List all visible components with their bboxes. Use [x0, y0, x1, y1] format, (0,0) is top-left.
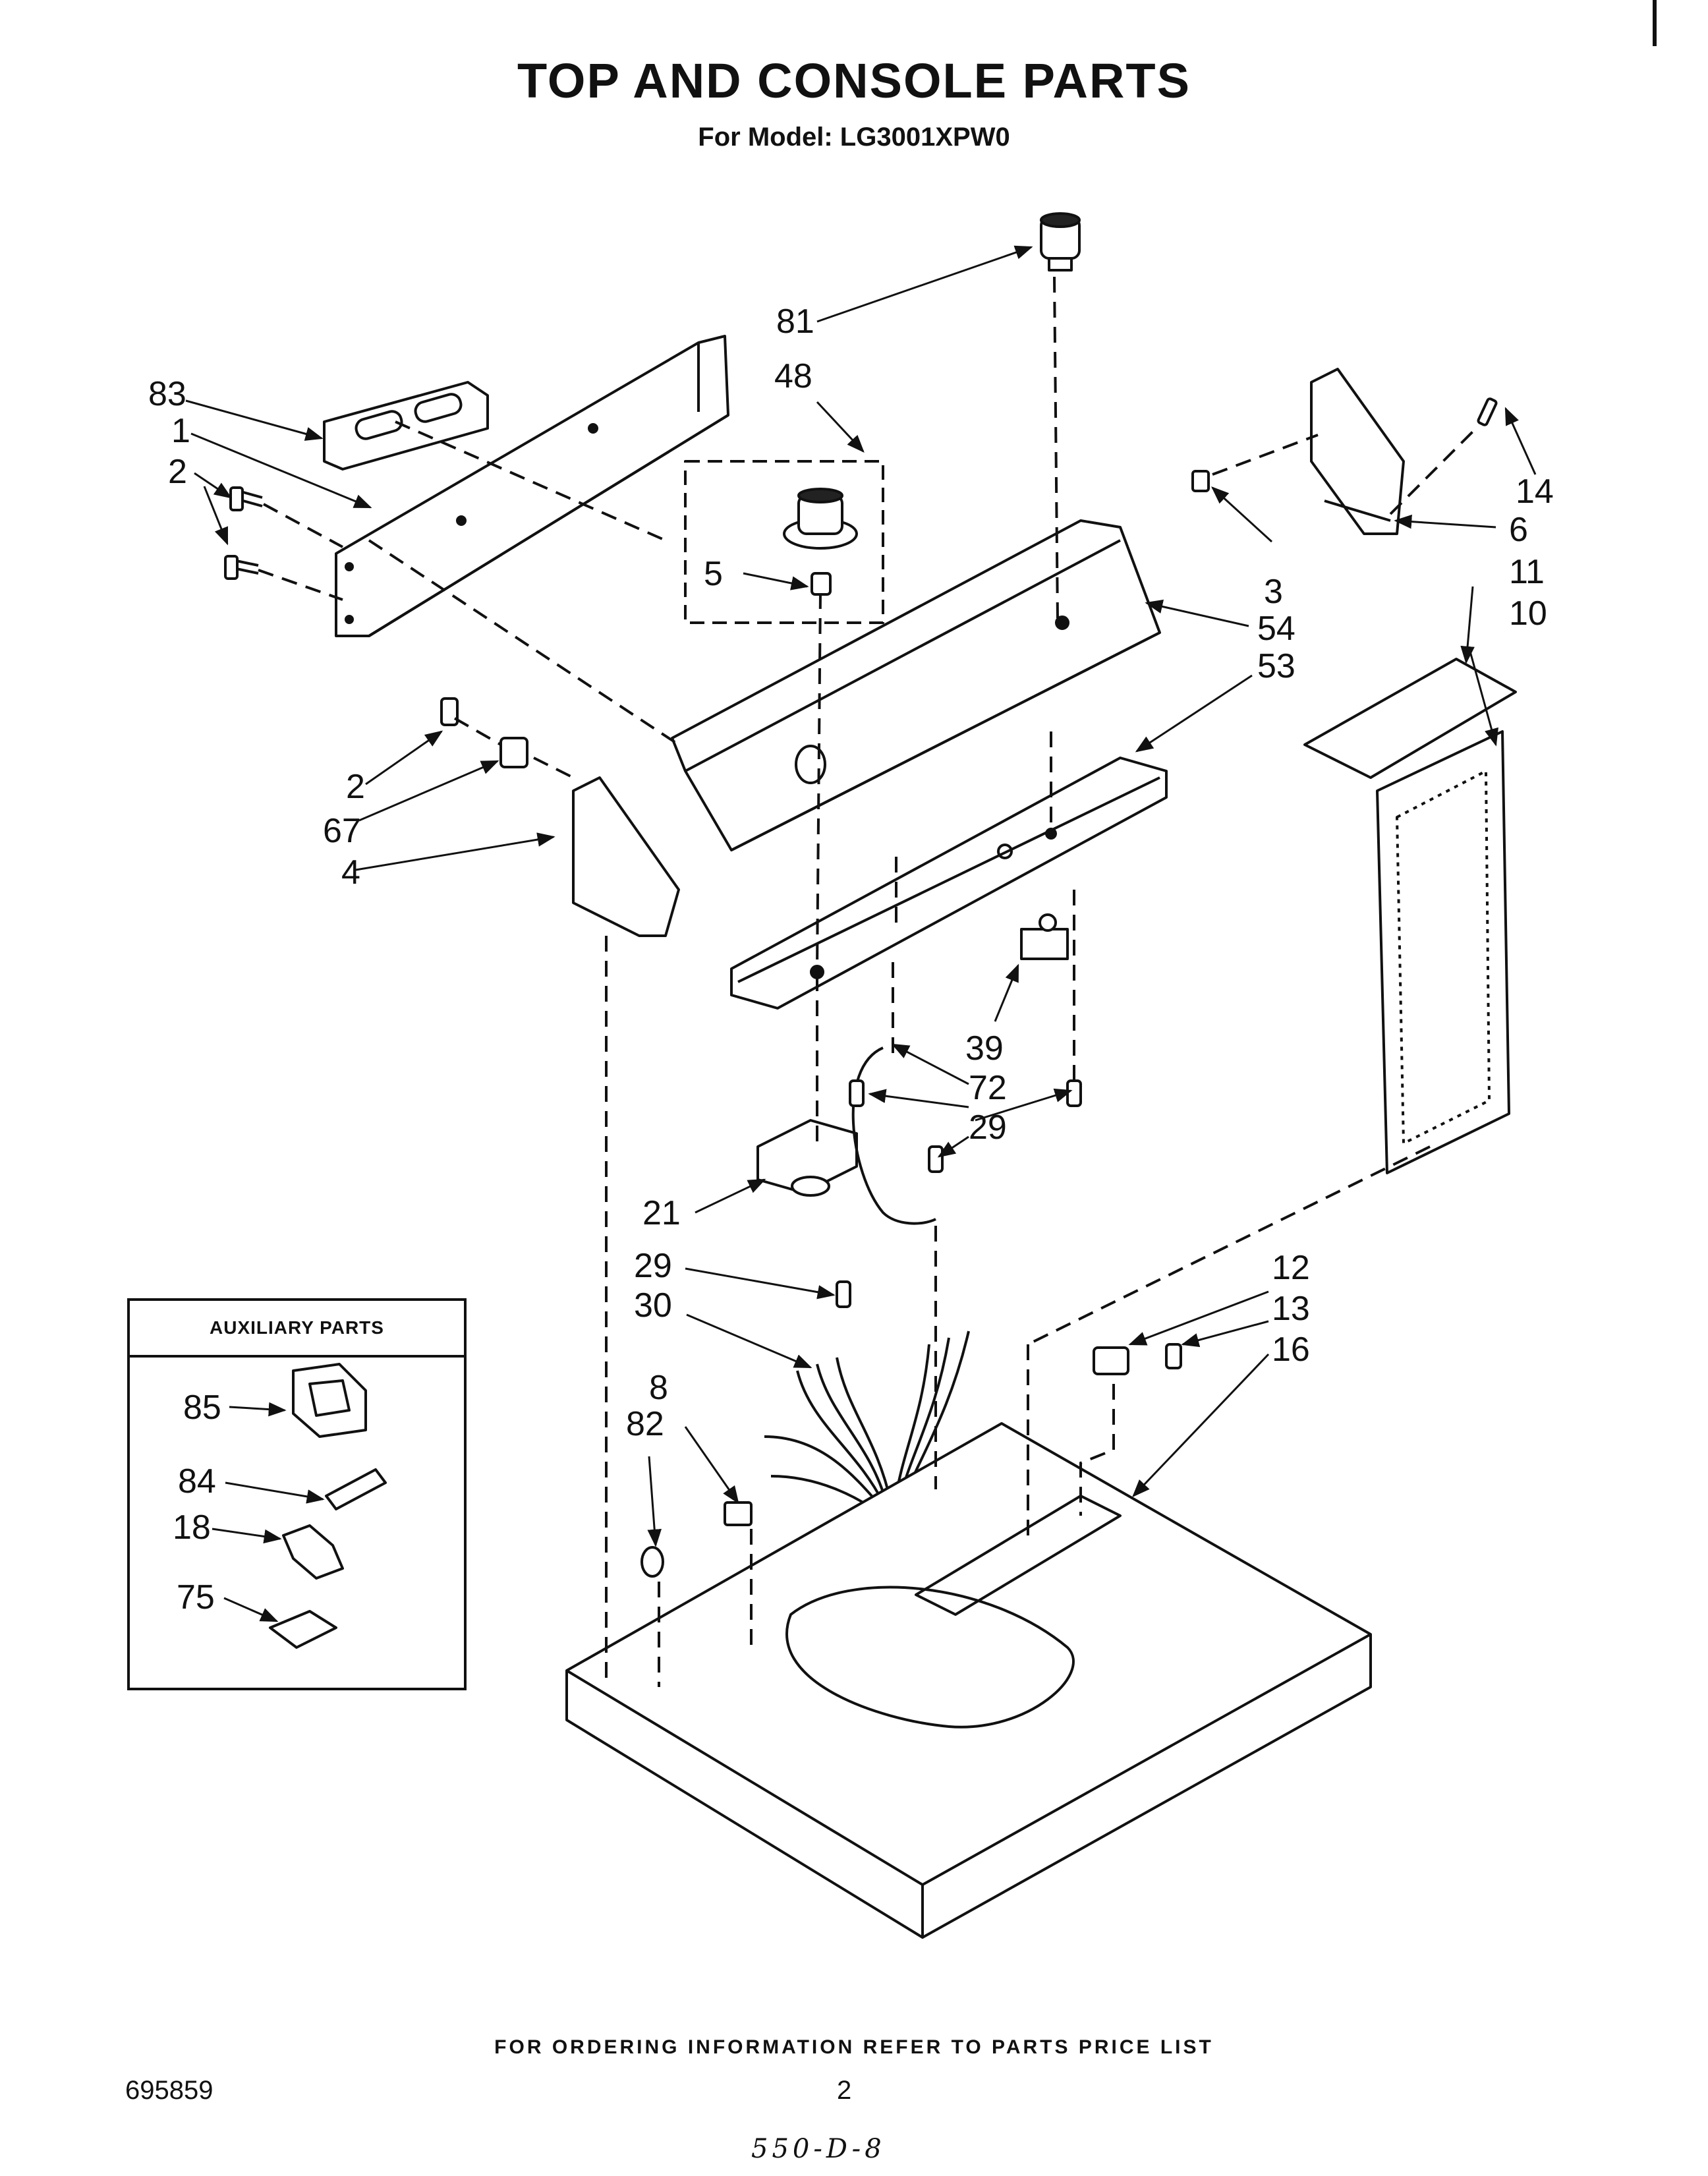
aux-part-18	[282, 1524, 344, 1580]
screw-29b	[1066, 1079, 1082, 1107]
ground-wire-72	[851, 1046, 936, 1225]
callout-30: 30	[634, 1286, 672, 1325]
knob-81	[1040, 212, 1081, 272]
console-back-panel-1	[335, 335, 729, 637]
auxiliary-parts-title: AUXILIARY PARTS	[130, 1301, 464, 1358]
aux-part-85	[292, 1363, 367, 1438]
callout-29-right: 29	[969, 1108, 1007, 1147]
callout-81: 81	[776, 302, 814, 341]
lint-screen-10	[1376, 730, 1510, 1174]
callout-5: 5	[704, 555, 723, 593]
console-rail-53	[730, 757, 1168, 1010]
callout-75: 75	[177, 1578, 215, 1617]
scan-edge-mark	[1653, 0, 1657, 46]
end-cap-left-4	[572, 776, 680, 937]
callout-11: 11	[1509, 553, 1545, 591]
callout-16: 16	[1272, 1331, 1310, 1369]
document-number: 695859	[125, 2076, 214, 2105]
auxiliary-parts-box: AUXILIARY PARTS	[127, 1298, 467, 1690]
end-cap-right-6	[1310, 368, 1498, 535]
callout-8: 8	[649, 1369, 668, 1407]
screw-29c	[928, 1145, 944, 1173]
callout-67: 67	[323, 812, 361, 850]
callout-12: 12	[1272, 1249, 1310, 1287]
plug-82	[640, 1546, 664, 1578]
switch-39	[1020, 913, 1069, 960]
wiring-harness-30	[764, 1331, 970, 1517]
console-54	[671, 519, 1161, 851]
aux-part-84	[325, 1468, 387, 1510]
callout-3: 3	[1264, 573, 1283, 611]
callout-84: 84	[178, 1462, 216, 1501]
callout-29-left: 29	[634, 1247, 672, 1285]
callout-4: 4	[341, 853, 360, 892]
handwritten-note: 550-D-8	[751, 2134, 886, 2164]
screws-2	[224, 486, 263, 580]
callout-53: 53	[1257, 647, 1295, 685]
callout-21: 21	[642, 1194, 681, 1232]
page-number: 2	[837, 2076, 852, 2105]
timer-21	[756, 1119, 858, 1197]
page-title: TOP AND CONSOLE PARTS	[517, 53, 1191, 108]
callout-18: 18	[173, 1508, 211, 1547]
callout-82: 82	[626, 1405, 664, 1443]
door-switch-12	[1093, 1343, 1182, 1375]
aux-part-75	[269, 1610, 337, 1649]
timer-switch-48	[783, 488, 858, 596]
screw-3	[1191, 470, 1210, 492]
callout-13: 13	[1272, 1290, 1310, 1328]
model-subtitle: For Model: LG3001XPW0	[698, 123, 1010, 152]
clip-8	[724, 1501, 753, 1526]
top-panel	[565, 1422, 1372, 1939]
callout-85: 85	[183, 1389, 221, 1427]
screw-29d	[836, 1280, 851, 1308]
callout-1: 1	[171, 412, 190, 450]
callout-72: 72	[969, 1069, 1007, 1107]
callout-39: 39	[965, 1029, 1004, 1068]
callout-2-left: 2	[346, 768, 365, 806]
clip-67	[440, 697, 528, 768]
callout-6: 6	[1509, 511, 1528, 549]
callout-83: 83	[148, 375, 186, 413]
callout-10: 10	[1509, 594, 1547, 633]
screw-29a	[849, 1079, 865, 1107]
callout-14: 14	[1516, 472, 1554, 511]
lint-cover-11	[1303, 658, 1517, 779]
callout-54: 54	[1257, 610, 1295, 648]
ordering-information-note: FOR ORDERING INFORMATION REFER TO PARTS …	[494, 2036, 1214, 2058]
callout-48: 48	[774, 357, 812, 395]
callout-2-top: 2	[168, 453, 187, 491]
